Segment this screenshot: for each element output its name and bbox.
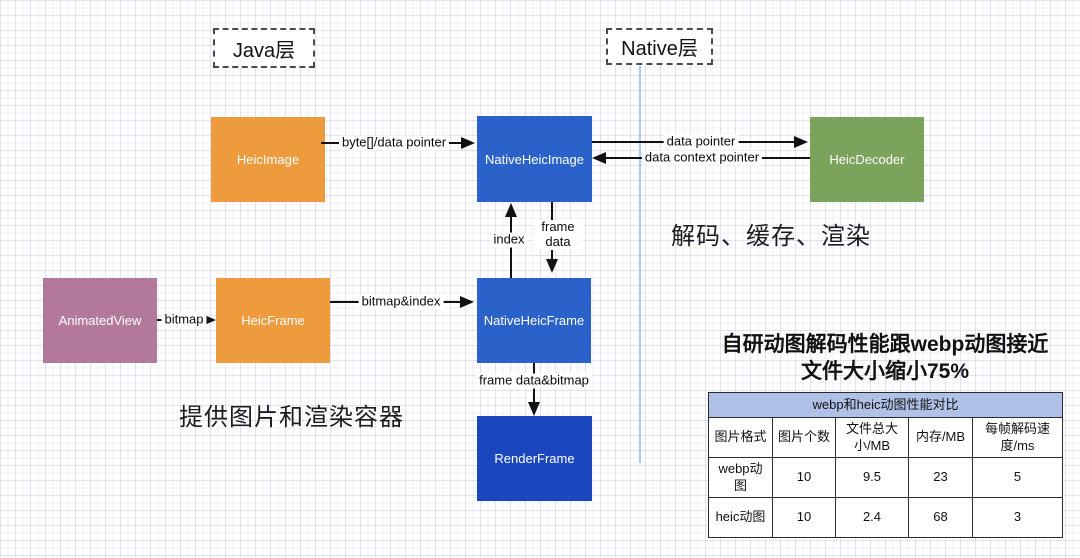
table-row: heic动图 10 2.4 68 3 — [708, 497, 1063, 538]
arrowhead-down-icon — [528, 402, 540, 416]
edge-label: index — [490, 232, 528, 248]
table-cell: 5 — [972, 457, 1063, 498]
table-cell: 2.4 — [835, 497, 909, 538]
edge-label: bitmap — [161, 312, 207, 328]
table-row: webp动图 10 9.5 23 5 — [708, 457, 1063, 498]
table-cell: 23 — [908, 457, 973, 498]
table-cell: 9.5 — [835, 457, 909, 498]
native-side-caption: 解码、缓存、渲染 — [671, 223, 871, 250]
node-nativeheicframe: NativeHeicFrame — [477, 278, 591, 363]
native-layer-label: Native层 — [606, 28, 713, 65]
arrowhead-right-icon — [794, 136, 808, 148]
table-cell: heic动图 — [708, 497, 773, 538]
benchmark-headline: 自研动图解码性能跟webp动图接近 文件大小缩小75% — [700, 331, 1070, 385]
arrowhead-right-icon — [460, 296, 474, 308]
node-nativeheicimage: NativeHeicImage — [477, 116, 592, 202]
table-header-cell: 每帧解码速度/ms — [972, 417, 1063, 458]
table-header-cell: 图片格式 — [708, 417, 773, 458]
layer-divider-line — [639, 66, 641, 463]
java-side-caption: 提供图片和渲染容器 — [179, 404, 404, 431]
node-heicdecoder: HeicDecoder — [810, 117, 924, 202]
benchmark-headline-line1: 自研动图解码性能跟webp动图接近 — [721, 333, 1049, 356]
benchmark-headline-line2: 文件大小缩小75% — [800, 360, 970, 383]
arrowhead-down-icon — [546, 259, 558, 273]
arrowhead-up-icon — [505, 203, 517, 217]
arrowhead-right-icon — [461, 137, 475, 149]
table-header-cell: 文件总大小/MB — [835, 417, 909, 458]
table-header-row: 图片格式 图片个数 文件总大小/MB 内存/MB 每帧解码速度/ms — [708, 417, 1063, 458]
edge-label: frame data&bitmap — [476, 373, 592, 389]
edge-label: byte[]/data pointer — [338, 135, 450, 151]
java-layer-label: Java层 — [213, 28, 315, 68]
edge-label: bitmap&index — [358, 294, 444, 310]
arrowhead-left-icon — [592, 152, 606, 164]
table-cell: 10 — [772, 497, 836, 538]
table-cell: webp动图 — [708, 457, 773, 498]
edge-label: frame data — [533, 219, 583, 250]
node-heicimage: HeicImage — [211, 117, 325, 202]
performance-table: webp和heic动图性能对比 图片格式 图片个数 文件总大小/MB 内存/MB… — [708, 392, 1063, 538]
table-header-cell: 图片个数 — [772, 417, 836, 458]
edge-label: data context pointer — [641, 150, 763, 166]
table-cell: 3 — [972, 497, 1063, 538]
table-header-cell: 内存/MB — [908, 417, 973, 458]
node-renderframe: RenderFrame — [477, 416, 592, 501]
node-animatedview: AnimatedView — [43, 278, 157, 363]
table-caption: webp和heic动图性能对比 — [708, 392, 1063, 418]
node-heicframe: HeicFrame — [216, 278, 330, 363]
table-cell: 10 — [772, 457, 836, 498]
edge-label: data pointer — [663, 134, 739, 150]
table-cell: 68 — [908, 497, 973, 538]
